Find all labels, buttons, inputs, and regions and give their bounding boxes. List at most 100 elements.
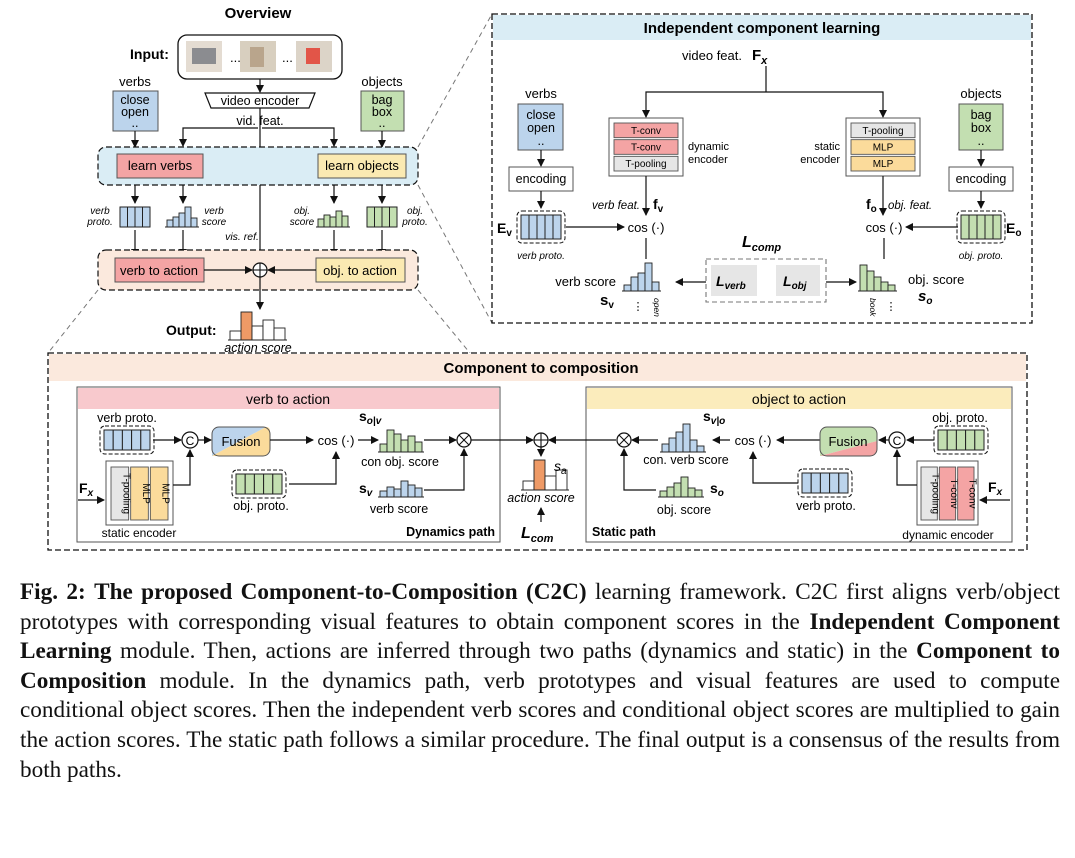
score-bar: [661, 443, 670, 453]
proto-cell: [112, 429, 123, 451]
score-bar: [166, 219, 174, 228]
encoder-layer-label: T-conv: [631, 126, 661, 137]
proto-cell: [819, 472, 831, 494]
icl-verb-score-icon: [622, 262, 661, 292]
score-bar: [379, 490, 388, 498]
score-bar: [694, 489, 703, 498]
fusion-box-obj-green: [820, 427, 877, 456]
proto-cell: [992, 214, 1002, 240]
icl-L-verb-box: [711, 265, 757, 296]
score-bar: [623, 284, 632, 292]
icl-fo: fo: [866, 196, 877, 215]
encoder-layer: [920, 466, 938, 521]
proto-cell: [968, 214, 978, 240]
fusion-label-obj: Fusion: [828, 434, 867, 449]
c2c-sa: sa: [554, 458, 567, 477]
objects-box: [360, 90, 405, 132]
icl-static-label: static: [814, 141, 840, 153]
proto-cell: [976, 214, 986, 240]
verb-proto-label: verb: [90, 206, 110, 217]
icl-verbs-title: verbs: [525, 86, 557, 101]
score-bar: [190, 217, 198, 228]
c2c-verb-cos: cos (·): [318, 433, 355, 448]
icl-title: Independent component learning: [644, 20, 881, 37]
proto-cell: [127, 206, 136, 228]
icl-objects-item: bag: [971, 108, 992, 122]
concat-icon-obj-label: C: [893, 434, 902, 448]
objects-item: ..: [379, 116, 386, 130]
caption-title: The proposed Component-to-Composition (C…: [94, 579, 587, 605]
icl-obj-feat-label: obj. feat.: [888, 200, 932, 212]
proto-cell: [810, 472, 821, 494]
verbs-item: open: [121, 105, 149, 119]
icl-L-obj: Lobj: [783, 273, 807, 292]
proto-cell: [544, 214, 554, 240]
icl-L-obj-box: [776, 265, 820, 296]
fusion-label-verb: Fusion: [221, 434, 260, 449]
icl-header: [493, 15, 1031, 40]
proto-cell: [263, 473, 274, 495]
icl-video-feat: video feat.: [682, 48, 742, 63]
proto-cell: [374, 206, 383, 228]
proto-frame: [516, 210, 566, 244]
c2c-obj-proto-icon: [231, 469, 287, 499]
figure-caption: Fig. 2: The proposed Component-to-Compos…: [20, 578, 1060, 785]
score-bar: [859, 264, 868, 292]
c2c-con-obj-score-icon: [378, 429, 424, 453]
c2c-L-com: Lcom: [521, 525, 554, 545]
verbs-item: ..: [132, 116, 139, 130]
proto-cell: [121, 429, 133, 451]
score-bar: [687, 487, 696, 498]
score-bar: [178, 212, 186, 228]
encoder-layer: [850, 139, 916, 155]
c2c-Fx-obj: Fx: [988, 479, 1003, 498]
encoder-layer: [613, 139, 679, 155]
score-bar: [668, 437, 677, 453]
icl-Fx: Fx: [752, 47, 768, 67]
overview-obj-proto-icon: [366, 206, 398, 228]
icl-dynamic-label: dynamic: [688, 141, 729, 153]
encoder-layer-label: MLP: [873, 159, 894, 170]
encoder-layer: [130, 466, 149, 521]
verb-to-action-box: [114, 257, 205, 283]
icl-L-comp: Lcomp: [742, 234, 781, 254]
c2c-framework-figure: Overview Input: ... ... video encoder vi…: [47, 5, 1033, 551]
static-path-header: [587, 388, 1011, 409]
score-bar: [329, 216, 337, 228]
objects-item: bag: [372, 93, 393, 107]
caption-text: module. In the dynamics path, verb proto…: [20, 667, 1060, 783]
obj-score-label: score: [290, 217, 315, 228]
proto-cell: [974, 429, 985, 451]
encoder-layer-label: T-conv: [631, 143, 661, 154]
score-bar: [172, 216, 180, 228]
video-encoder-label: video encoder: [221, 94, 300, 108]
video-frame-object: [250, 47, 264, 67]
icl-sv: sv: [600, 292, 614, 311]
icl-L-verb: Lverb: [716, 273, 746, 292]
score-bar: [240, 311, 253, 341]
concat-icon-obj: [888, 431, 906, 449]
icl-verbs-item: open: [527, 121, 555, 135]
icl-obj-encoding-label: encoding: [956, 172, 1007, 186]
proto-cell: [134, 206, 143, 228]
proto-cell: [244, 473, 255, 495]
score-bar: [637, 272, 646, 292]
zoom-line: [417, 13, 493, 148]
encoder-layer-label: T-conv: [948, 478, 959, 508]
static-path-title: object to action: [752, 391, 846, 407]
c2c-action-score-label: action score: [507, 491, 574, 505]
arrow-objscore-to-mult: [620, 448, 656, 491]
c2c-title: Component to composition: [444, 360, 639, 377]
action-score-label: action score: [224, 341, 291, 355]
score-bar: [400, 480, 409, 498]
c2c-con-verb-score-icon: [660, 423, 706, 453]
encoder-layer-label: T-pooling: [120, 473, 131, 514]
icl-obj-dots: ⋮: [886, 301, 897, 313]
proto-cell: [366, 206, 375, 228]
obj-to-action-box: [315, 257, 406, 283]
proto-frame: [933, 425, 989, 455]
icl-objects-item: box: [971, 121, 992, 135]
zoom-line: [417, 184, 493, 324]
score-bar: [675, 431, 684, 453]
icl-verb-score-label: verb score: [555, 274, 616, 289]
